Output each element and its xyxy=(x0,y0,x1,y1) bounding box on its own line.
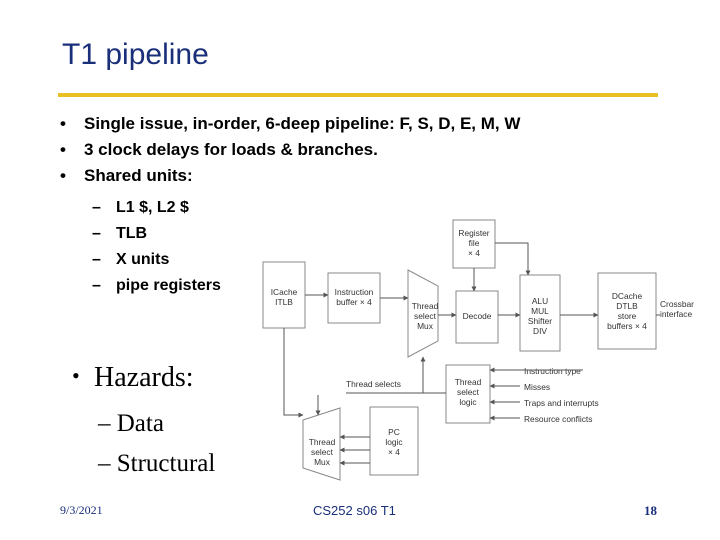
box-label: logic xyxy=(459,397,476,407)
box-label: DTLB xyxy=(616,301,638,311)
box-label: logic xyxy=(385,437,402,447)
footer-page-number: 18 xyxy=(644,503,657,518)
sub-bullet: –pipe registers xyxy=(92,273,221,299)
control-input-label: Misses xyxy=(524,382,550,392)
dcache-dtlb-box: DCache DTLB store buffers × 4 xyxy=(597,272,657,350)
sub-bullet: –TLB xyxy=(92,221,221,247)
bullet-pipeline: • Single issue, in-order, 6-deep pipeline… xyxy=(60,111,520,137)
mux-label: Thread xyxy=(309,437,336,447)
mux-label: select xyxy=(414,311,437,321)
thread-select-mux-bottom: Thread select Mux xyxy=(302,407,341,481)
box-label: buffers × 4 xyxy=(607,321,647,331)
slide-title: T1 pipeline xyxy=(62,38,209,71)
sub-bullet-text: TLB xyxy=(116,225,148,242)
bullet-mark: • xyxy=(60,114,66,133)
sub-bullet: –L1 $, L2 $ xyxy=(92,195,221,221)
sub-bullet: –X units xyxy=(92,247,221,273)
box-label: DIV xyxy=(533,326,547,336)
footer-date: 9/3/2021 xyxy=(60,503,103,517)
box-label: PC xyxy=(388,427,400,437)
hazard-item-structural: – Structural xyxy=(98,450,216,477)
box-label: ALU xyxy=(532,296,548,306)
box-label: Register xyxy=(458,228,489,238)
dash-mark: – xyxy=(92,225,101,242)
box-label: Thread xyxy=(455,377,482,387)
mux-label: Mux xyxy=(314,457,331,467)
box-label: store xyxy=(618,311,637,321)
pc-logic-box: PC logic × 4 xyxy=(369,406,419,476)
shared-units-list: –L1 $, L2 $ –TLB –X units –pipe register… xyxy=(92,195,221,299)
box-label: select xyxy=(457,387,480,397)
title-rule xyxy=(58,93,658,97)
sub-bullet-text: pipe registers xyxy=(116,277,221,294)
box-label: Instruction xyxy=(335,287,374,297)
box-label: × 4 xyxy=(388,447,400,457)
box-label: buffer × 4 xyxy=(336,297,372,307)
sub-bullet-text: X units xyxy=(116,251,170,268)
hazards-list: – Data – Structural xyxy=(98,404,215,484)
decode-box: Decode xyxy=(455,290,499,344)
control-input-label: Resource conflicts xyxy=(524,414,592,424)
pipeline-diagram: Register file × 4 ICache ITLB Instructio… xyxy=(262,219,694,481)
execute-units-box: ALU MUL Shifter DIV xyxy=(519,274,561,352)
box-label: DCache xyxy=(612,291,643,301)
bullet-delays: • 3 clock delays for loads & branches. xyxy=(60,137,520,163)
register-file-box: Register file × 4 xyxy=(452,219,496,269)
hazards-title-text: Hazards: xyxy=(94,362,194,393)
box-label: ICache xyxy=(271,287,298,297)
box-label: × 4 xyxy=(468,248,480,258)
bullet-shared-units: • Shared units: xyxy=(60,163,520,189)
thread-select-mux-top: Thread select Mux xyxy=(407,269,439,358)
bullet-text: Single issue, in-order, 6-deep pipeline:… xyxy=(84,114,521,133)
sub-bullet-text: L1 $, L2 $ xyxy=(116,199,189,216)
bullet-mark: • xyxy=(72,363,80,388)
mux-label: select xyxy=(311,447,334,457)
main-bullet-list: • Single issue, in-order, 6-deep pipeline… xyxy=(60,111,520,189)
dash-mark: – xyxy=(92,199,101,216)
control-input-label: Instruction type xyxy=(524,366,581,376)
bullet-text: Shared units: xyxy=(84,166,193,185)
footer-course: CS252 s06 T1 xyxy=(313,503,396,518)
crossbar-interface: Crossbar interface xyxy=(660,299,694,319)
control-input-label: Traps and interrupts xyxy=(524,398,599,408)
bullet-mark: • xyxy=(60,166,66,185)
thread-select-logic-box: Thread select logic xyxy=(445,364,491,424)
hazards-heading: • Hazards: xyxy=(72,362,194,394)
box-label: file xyxy=(469,238,480,248)
crossbar-label: interface xyxy=(660,309,692,319)
box-label: MUL xyxy=(531,306,549,316)
bullet-text: 3 clock delays for loads & branches. xyxy=(84,140,378,159)
dash-mark: – xyxy=(92,277,101,294)
dash-mark: – xyxy=(92,251,101,268)
box-label: ITLB xyxy=(275,297,293,307)
bullet-mark: • xyxy=(60,140,66,159)
connector-lines xyxy=(283,242,660,466)
thread-selects-label: Thread selects xyxy=(346,379,401,389)
mux-label: Thread xyxy=(412,301,439,311)
mux-label: Mux xyxy=(417,321,434,331)
hazard-item-data: – Data xyxy=(98,410,164,437)
instruction-buffer-box: Instruction buffer × 4 xyxy=(327,272,381,324)
box-label: Decode xyxy=(463,311,492,321)
box-label: Shifter xyxy=(528,316,552,326)
icache-itlb-box: ICache ITLB xyxy=(262,261,306,329)
crossbar-label: Crossbar xyxy=(660,299,694,309)
